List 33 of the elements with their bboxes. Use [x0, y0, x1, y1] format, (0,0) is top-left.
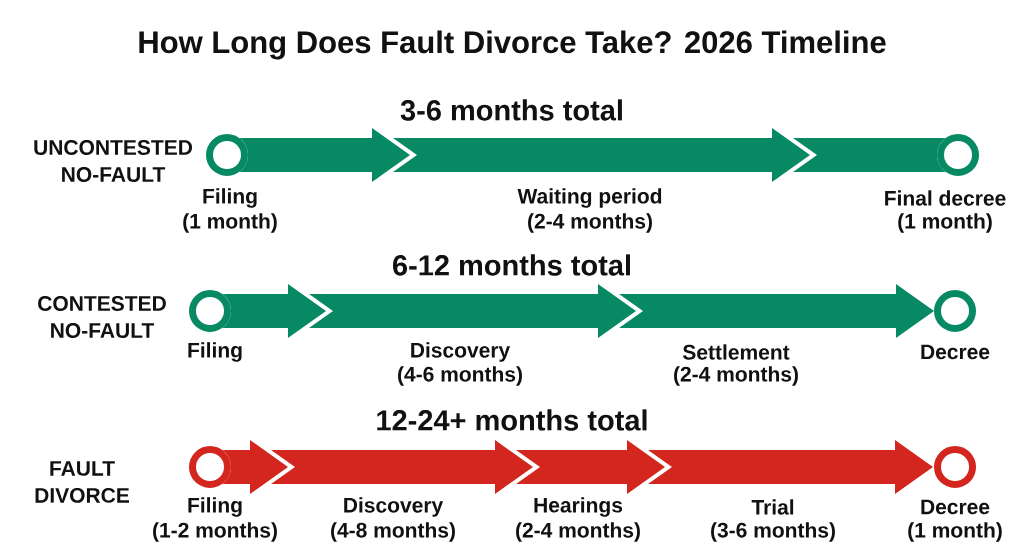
row-label: CONTESTED NO-FAULT: [38, 296, 166, 338]
stage-label: Final decree: [885, 190, 1006, 206]
stage-label: Waiting period: [517, 188, 662, 208]
stage-label: Discovery: [411, 342, 511, 362]
duration-label: (4-8 months): [331, 522, 455, 542]
duration-label: (1-2 months): [153, 522, 277, 542]
stage-label: Decree: [921, 499, 990, 515]
stage-label: Filing: [188, 497, 242, 517]
stage-label: Hearings: [534, 497, 623, 517]
stage-label: Decree: [921, 344, 990, 360]
row-label: FAULT DIVORCE: [35, 461, 129, 503]
row-label: UNCONTESTED NO-FAULT: [34, 140, 193, 182]
duration-label: (4-6 months): [398, 366, 522, 386]
total-duration: 6-12 months total: [393, 254, 630, 276]
total-duration: 12-24+ months total: [377, 409, 647, 431]
stage-label: Discovery: [344, 497, 444, 517]
stage-label: Filing: [188, 342, 242, 362]
timeline-segment: [239, 128, 410, 182]
duration-label: (1 month): [898, 213, 992, 233]
timeline-segment: [222, 440, 288, 494]
duration-label: (3-6 months): [711, 522, 835, 542]
duration-label: (2-4 months): [528, 213, 652, 233]
stage-label: Settlement: [682, 344, 790, 360]
duration-label: (2-4 months): [516, 522, 640, 542]
stage-label: Trial: [751, 499, 794, 515]
duration-label: (1 month): [908, 522, 1002, 542]
duration-label: (2-4 months): [674, 366, 798, 386]
duration-label: (1 month): [183, 213, 277, 233]
timeline-segment: [222, 284, 326, 338]
total-duration: 3-6 months total: [400, 99, 622, 121]
stage-label: Filing: [203, 188, 257, 208]
timeline-bar: [793, 138, 946, 172]
title: How Long Does Fault Divorce Take? 2026 Timeline: [139, 30, 886, 60]
